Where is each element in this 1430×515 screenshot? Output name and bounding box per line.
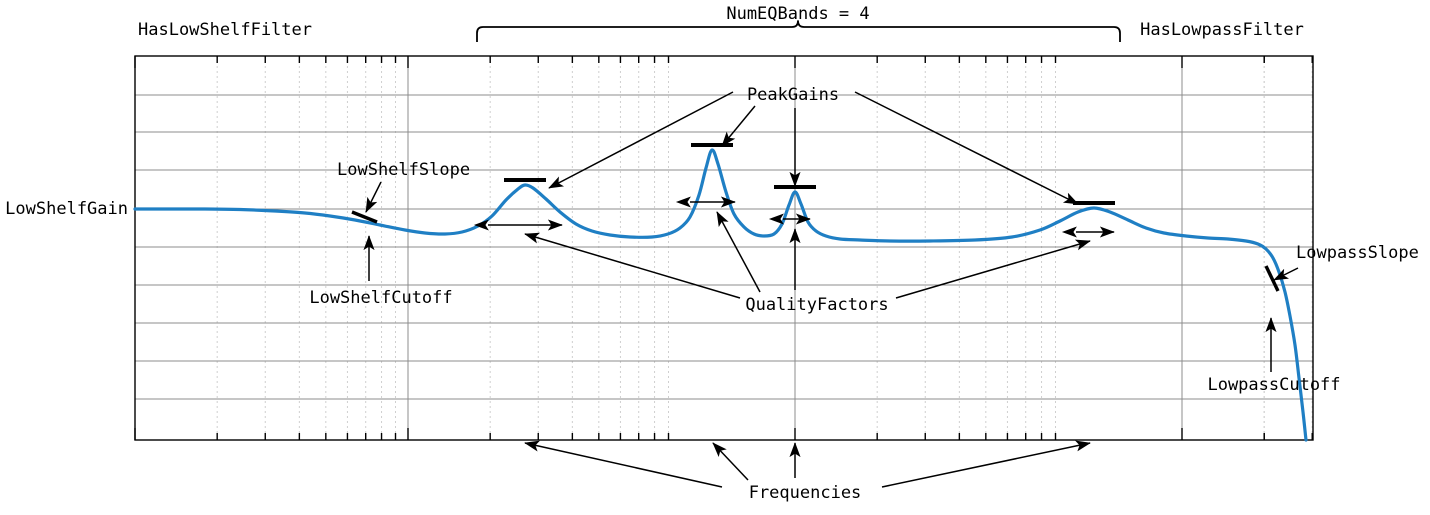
peak-gains-leader-1 xyxy=(548,91,734,189)
num-eq-bands-brace xyxy=(476,20,1121,42)
lowpass-slope-label: LowpassSlope xyxy=(1296,243,1419,263)
frequencies-leader-1 xyxy=(524,440,723,488)
has-lowpass-filter-label: HasLowpassFilter xyxy=(1140,20,1304,40)
low-shelf-gain-label: LowShelfGain xyxy=(5,199,128,219)
quality-factors-label: QualityFactors xyxy=(745,295,888,315)
axis-tick-marks xyxy=(134,56,1313,440)
peak-gain-bars xyxy=(504,143,1115,205)
quality-factors-leader-4 xyxy=(895,239,1091,299)
lowpass-slope-tick xyxy=(1264,265,1280,292)
low-shelf-slope-leader xyxy=(365,181,382,213)
frequencies-leader-2 xyxy=(712,442,749,481)
lowpass-slope-leader xyxy=(1273,267,1299,281)
has-low-shelf-filter-label: HasLowShelfFilter xyxy=(138,20,312,40)
grid-minor-vertical xyxy=(216,56,1313,440)
plot-frame xyxy=(134,55,1314,441)
num-eq-bands-label: NumEQBands = 4 xyxy=(726,4,869,24)
grid-major-horizontal xyxy=(135,94,1313,400)
peak-gains-leader-4 xyxy=(854,91,1079,205)
peak-gains-label: PeakGains xyxy=(747,85,839,105)
low-shelf-slope-tick xyxy=(351,210,378,224)
frequencies-label: Frequencies xyxy=(749,483,862,503)
lowpass-cutoff-label: LowpassCutoff xyxy=(1207,375,1340,395)
frequencies-leader-4 xyxy=(881,440,1091,488)
frequency-response-curve xyxy=(133,148,1308,442)
quality-factors-leader-1 xyxy=(524,232,741,299)
low-shelf-cutoff-label: LowShelfCutoff xyxy=(309,288,452,308)
quality-factor-arrows xyxy=(473,196,1115,238)
low-shelf-slope-label: LowShelfSlope xyxy=(337,160,470,180)
peak-gains-leader-2 xyxy=(721,105,756,147)
quality-factors-leader-2 xyxy=(716,211,761,293)
